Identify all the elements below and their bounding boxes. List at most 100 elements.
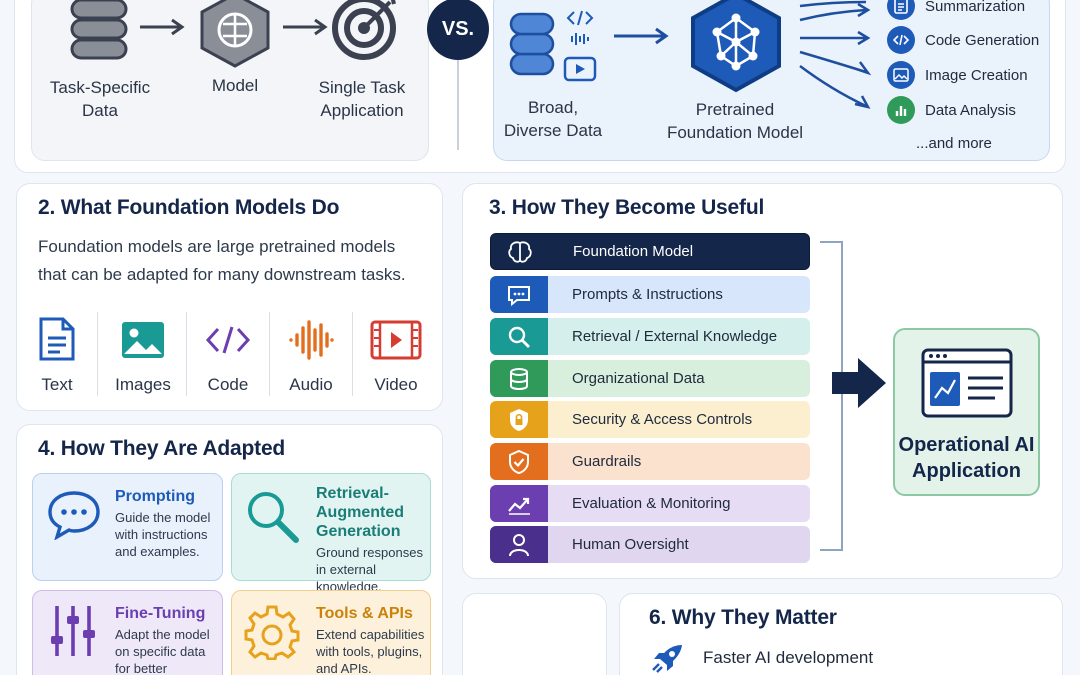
output-item-code-generation: Code Generation (887, 26, 1039, 54)
chart-icon (490, 485, 548, 522)
output-label: Code Generation (925, 31, 1040, 49)
modality-label-audio: Audio (289, 375, 333, 394)
search-icon (490, 318, 548, 355)
modality-label-text: Text (41, 375, 73, 394)
code-icon (566, 10, 594, 26)
document-icon (887, 0, 915, 20)
modality-label-images: Images (115, 375, 171, 394)
rocket-icon (652, 645, 682, 673)
layer-row-organizational-data: Organizational Data (490, 360, 810, 397)
layer-row-evaluation: Evaluation & Monitoring (490, 485, 810, 522)
method-text: Fine-Tuning Adapt the model on specific … (115, 604, 219, 675)
section-title: 2. What Foundation Models Do (38, 196, 340, 219)
foundation-model-network-icon (691, 0, 781, 93)
method-desc: Guide the model with instructions and ex… (115, 510, 211, 559)
method-desc: Adapt the model on specific data for bet… (115, 627, 210, 675)
section-5-panel (462, 593, 607, 675)
method-desc: Extend capabilities with tools, plugins,… (316, 627, 425, 675)
single-task-application-label: Single Task Application (318, 78, 406, 120)
person-icon (490, 526, 548, 563)
layer-label: Evaluation & Monitoring (572, 495, 731, 512)
method-card-fine-tuning (32, 590, 223, 675)
arrow-right-icon (283, 18, 328, 36)
model-label: Model (211, 76, 259, 95)
layer-label: Foundation Model (573, 243, 694, 260)
method-title: Tools & APIs (316, 605, 413, 622)
section-title: 6. Why They Matter (649, 606, 837, 629)
layer-row-foundation-model: Foundation Model (490, 233, 810, 270)
video-icon (370, 320, 422, 360)
layer-label: Human Oversight (572, 536, 689, 553)
modality-label-code: Code (207, 375, 249, 394)
layer-row-security: Security & Access Controls (490, 401, 810, 438)
bracket-connector (820, 241, 843, 551)
database-icon (70, 0, 128, 60)
layer-row-guardrails: Guardrails (490, 443, 810, 480)
task-specific-data-label: Task-Specific Data (49, 78, 151, 120)
sliders-icon (51, 606, 95, 656)
brain-icon (491, 234, 549, 269)
vs-badge: VS. (427, 0, 489, 60)
gear-icon (244, 605, 300, 660)
bar-chart-icon (887, 96, 915, 124)
method-card-prompting (32, 473, 223, 581)
layer-row-retrieval: Retrieval / External Knowledge (490, 318, 810, 355)
layer-label: Prompts & Instructions (572, 286, 723, 303)
layer-row-human-oversight: Human Oversight (490, 526, 810, 563)
chat-icon (490, 276, 548, 313)
audio-wave-icon (571, 33, 589, 45)
layer-label: Guardrails (572, 453, 642, 470)
code-icon (205, 326, 251, 354)
broad-diverse-data-label: Broad, Diverse Data (503, 98, 603, 140)
video-icon (563, 56, 597, 82)
modality-divider (97, 312, 98, 396)
divider-line (457, 60, 459, 150)
layer-row-prompts: Prompts & Instructions (490, 276, 810, 313)
modality-divider (269, 312, 270, 396)
operational-app-label: Operational AI Application (898, 434, 1035, 482)
and-more-label: ...and more (916, 135, 992, 152)
section-title: 4. How They Are Adapted (38, 437, 286, 460)
layer-label: Organizational Data (572, 370, 705, 387)
dashboard-window-icon (921, 348, 1013, 418)
section-what-they-do (16, 183, 443, 411)
method-text: Retrieval-Augmented Generation Ground re… (316, 484, 428, 595)
layer-label: Security & Access Controls (572, 411, 753, 428)
method-text: Tools & APIs Extend capabilities with to… (316, 604, 428, 675)
image-icon (122, 322, 164, 358)
section-description: Foundation models are large pretrained m… (38, 237, 406, 284)
method-desc: Ground responses in external knowledge. (316, 545, 423, 594)
magnifier-icon (248, 492, 299, 543)
output-label: Summarization (925, 0, 1026, 15)
output-item-image-creation: Image Creation (887, 61, 1028, 89)
vs-label: VS. (441, 17, 475, 40)
shield-lock-icon (490, 401, 548, 438)
method-title: Prompting (115, 488, 195, 505)
section-why-matter (619, 593, 1063, 675)
why-point: Faster AI development (703, 648, 874, 667)
text-document-icon (39, 317, 75, 361)
modality-divider (352, 312, 353, 396)
database-icon (509, 12, 555, 76)
output-arrows (799, 0, 872, 109)
database-icon (490, 360, 548, 397)
method-title: Retrieval-Augmented Generation (316, 485, 404, 540)
chat-bubble-icon (48, 491, 100, 540)
output-label: Data Analysis (925, 101, 1016, 119)
model-hexagon-icon (200, 0, 270, 68)
arrow-right-icon (140, 18, 185, 36)
output-item-summarization: Summarization (887, 0, 1025, 20)
output-item-data-analysis: Data Analysis (887, 96, 1016, 124)
shield-check-icon (490, 443, 548, 480)
code-icon (887, 26, 915, 54)
layer-label: Retrieval / External Knowledge (572, 328, 778, 345)
modality-divider (186, 312, 187, 396)
method-text: Prompting Guide the model with instructi… (115, 487, 219, 560)
section-title: 3. How They Become Useful (489, 196, 765, 219)
pretrained-foundation-model-label: Pretrained Foundation Model (666, 100, 804, 142)
arrow-right-icon (614, 27, 669, 45)
arrow-right-icon (832, 358, 886, 408)
image-icon (887, 61, 915, 89)
output-label: Image Creation (925, 66, 1028, 84)
modality-label-video: Video (374, 375, 418, 394)
